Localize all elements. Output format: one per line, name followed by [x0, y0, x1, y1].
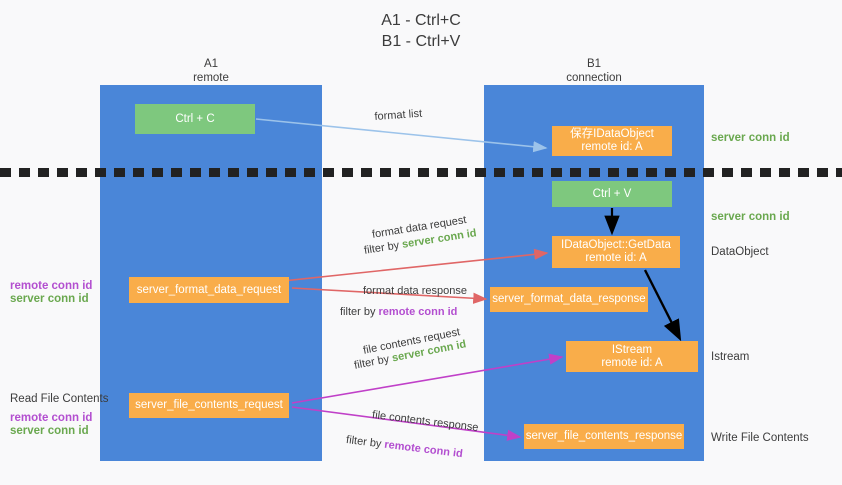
- box-server-file-contents-response[interactable]: server_file_contents_response: [524, 424, 684, 449]
- label-server-conn-id-second: server conn id: [711, 211, 790, 223]
- box-istream-remote-a[interactable]: IStream remote id: A: [566, 341, 698, 372]
- remote-conn-id-accent-1: remote conn id: [378, 306, 458, 318]
- wire-label-filter-by-remote-conn-id-2: filter by remote conn id: [345, 433, 463, 461]
- box-dataobject-title: 保存IDataObject: [570, 128, 654, 140]
- column-header-b1: B1 connection: [484, 57, 704, 85]
- filter-by-text-3: filter by: [353, 353, 391, 372]
- box-ctrl-v-label: Ctrl + V: [592, 187, 632, 200]
- box-istream-title: IStream: [611, 343, 653, 356]
- filter-by-text-2: filter by: [340, 306, 376, 318]
- box-server-format-data-response[interactable]: server_format_data_response: [490, 287, 648, 312]
- dashed-divider: [0, 168, 842, 177]
- filter-by-text-1: filter by: [363, 239, 401, 257]
- column-a1-role: remote: [193, 72, 229, 84]
- box-server-format-data-request[interactable]: server_format_data_request: [129, 277, 289, 303]
- box-server-format-data-request-label: server_format_data_request: [136, 283, 282, 296]
- label-dataobject: DataObject: [711, 246, 769, 258]
- label-istream: Istream: [711, 351, 750, 363]
- box-server-file-contents-request-label: server_file_contents_request: [135, 399, 283, 411]
- box-server-file-contents-request[interactable]: server_file_contents_request: [129, 393, 289, 418]
- filter-by-text-4: filter by: [345, 433, 383, 451]
- box-dataobject-remote-id: remote id: A: [581, 141, 643, 153]
- column-b1-role: connection: [566, 72, 622, 84]
- label-read-file-contents: Read File Contents: [10, 393, 109, 405]
- title-line-2: B1 - Ctrl+V: [381, 33, 461, 50]
- box-ctrl-c[interactable]: Ctrl + C: [135, 104, 255, 134]
- box-ctrl-v[interactable]: Ctrl + V: [552, 181, 672, 207]
- label-remote-conn-id-lower: remote conn id: [10, 412, 93, 424]
- diagram-title: A1 - Ctrl+C B1 - Ctrl+V: [0, 10, 842, 52]
- column-b1-name: B1: [586, 58, 602, 70]
- label-write-file-contents: Write File Contents: [711, 432, 809, 444]
- wire-label-file-contents-response: file contents response: [371, 408, 480, 434]
- wire-label-format-data-response: format data response: [363, 285, 467, 297]
- remote-conn-id-accent-2: remote conn id: [383, 438, 464, 461]
- box-ctrl-c-label: Ctrl + C: [175, 112, 215, 125]
- title-line-1: A1 - Ctrl+C: [381, 12, 461, 29]
- column-a1-name: A1: [203, 58, 219, 70]
- box-getdata-remote-id: remote id: A: [585, 252, 647, 264]
- box-server-format-data-response-label: server_format_data_response: [492, 293, 646, 305]
- box-server-file-contents-response-label: server_file_contents_response: [525, 430, 683, 442]
- wire-label-format-list: format list: [374, 107, 423, 123]
- box-idataobject-getdata[interactable]: IDataObject::GetData remote id: A: [552, 236, 680, 268]
- box-istream-remote-id: remote id: A: [601, 356, 663, 369]
- label-server-conn-id-lower: server conn id: [10, 425, 89, 437]
- label-server-conn-id-upper: server conn id: [10, 293, 89, 305]
- label-remote-conn-id-upper: remote conn id: [10, 280, 93, 292]
- box-dataobject-remote-a[interactable]: 保存IDataObject remote id: A: [552, 126, 672, 156]
- column-header-a1: A1 remote: [100, 57, 322, 85]
- box-getdata-title: IDataObject::GetData: [561, 239, 671, 251]
- label-server-conn-id-top: server conn id: [711, 132, 790, 144]
- wire-label-filter-by-remote-conn-id-1: filter by remote conn id: [340, 305, 457, 319]
